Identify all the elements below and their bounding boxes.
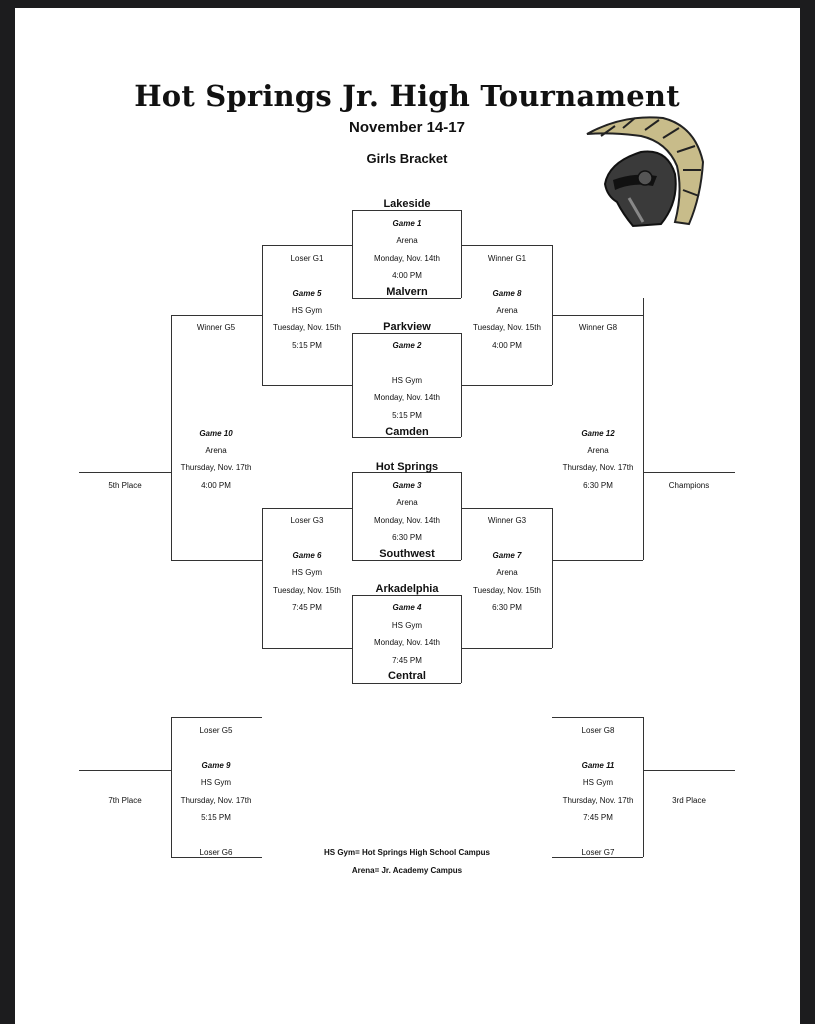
game-2-date: Monday, Nov. 14th <box>374 393 440 402</box>
game-3-venue: Arena <box>396 498 418 507</box>
game-6-time: 7:45 PM <box>292 603 322 612</box>
game-12-venue: Arena <box>587 446 609 455</box>
game-5-venue: HS Gym <box>291 306 323 315</box>
game-9-top-slot: Loser G5 <box>199 726 233 735</box>
game-3-name: Game 3 <box>392 481 422 490</box>
seventh-place-label: 7th Place <box>108 796 142 805</box>
bracket-name: Girls Bracket <box>366 151 448 166</box>
game-6-name: Game 6 <box>292 551 322 560</box>
game-9-bottom-slot: Loser G6 <box>199 848 233 857</box>
game-7-time: 6:30 PM <box>492 603 522 612</box>
game-2-name: Game 2 <box>392 341 422 350</box>
game-1-venue: Arena <box>396 236 418 245</box>
game-3-date: Monday, Nov. 14th <box>374 516 440 525</box>
team-hot-springs: Hot Springs <box>375 461 439 473</box>
game-8-top-slot: Winner G1 <box>487 254 527 263</box>
spartan-helmet-logo <box>586 116 705 228</box>
game-4-time: 7:45 PM <box>392 656 422 665</box>
game-2-venue: HS Gym <box>391 376 423 385</box>
legend-arena: Arena= Jr. Academy Campus <box>351 866 463 875</box>
team-southwest: Southwest <box>379 548 435 560</box>
game-5-top-slot: Loser G1 <box>290 254 324 263</box>
game-11-time: 7:45 PM <box>583 813 613 822</box>
game-6-top-slot: Loser G3 <box>290 516 324 525</box>
game-1-date: Monday, Nov. 14th <box>374 254 440 263</box>
team-central: Central <box>388 670 426 682</box>
game-11-date: Thursday, Nov. 17th <box>562 796 634 805</box>
game-8-name: Game 8 <box>492 289 522 298</box>
game-10-name: Game 10 <box>199 429 233 438</box>
game-4-date: Monday, Nov. 14th <box>374 638 440 647</box>
game-7-date: Tuesday, Nov. 15th <box>473 586 541 595</box>
game-9-time: 5:15 PM <box>201 813 231 822</box>
game-11-venue: HS Gym <box>582 778 614 787</box>
game-3-time: 6:30 PM <box>392 533 422 542</box>
game-11-top-slot: Loser G8 <box>581 726 615 735</box>
page-title: Hot Springs Jr. High Tournament <box>134 79 680 113</box>
champions-label: Champions <box>668 481 710 490</box>
fifth-place-label: 5th Place <box>108 481 142 490</box>
game-1-name: Game 1 <box>392 219 422 228</box>
game-12-date: Thursday, Nov. 17th <box>562 463 634 472</box>
game-2-time: 5:15 PM <box>392 411 422 420</box>
team-parkview: Parkview <box>383 321 431 333</box>
game-11-bottom-slot: Loser G7 <box>581 848 615 857</box>
game-9-venue: HS Gym <box>200 778 232 787</box>
game-7-name: Game 7 <box>492 551 522 560</box>
game-11-name: Game 11 <box>581 761 615 770</box>
game-7-top-slot: Winner G3 <box>487 516 527 525</box>
third-place-label: 3rd Place <box>672 796 706 805</box>
game-12-name: Game 12 <box>581 429 615 438</box>
game-5-time: 5:15 PM <box>292 341 322 350</box>
game-12-top-slot: Winner G8 <box>578 323 618 332</box>
game-8-date: Tuesday, Nov. 15th <box>473 323 541 332</box>
team-lakeside: Lakeside <box>383 198 431 210</box>
game-5-date: Tuesday, Nov. 15th <box>273 323 341 332</box>
game-8-time: 4:00 PM <box>492 341 522 350</box>
game-10-time: 4:00 PM <box>201 481 231 490</box>
game-7-venue: Arena <box>496 568 518 577</box>
game-12-time: 6:30 PM <box>583 481 613 490</box>
game-8-venue: Arena <box>496 306 518 315</box>
game-5-name: Game 5 <box>292 289 322 298</box>
game-4-name: Game 4 <box>392 603 422 612</box>
team-malvern: Malvern <box>386 286 428 298</box>
game-9-name: Game 9 <box>201 761 231 770</box>
team-camden: Camden <box>385 426 429 438</box>
game-1-time: 4:00 PM <box>392 271 422 280</box>
game-6-date: Tuesday, Nov. 15th <box>273 586 341 595</box>
game-10-date: Thursday, Nov. 17th <box>180 463 252 472</box>
team-arkadelphia: Arkadelphia <box>375 583 439 595</box>
game-10-top-slot: Winner G5 <box>196 323 236 332</box>
game-10-venue: Arena <box>205 446 227 455</box>
game-6-venue: HS Gym <box>291 568 323 577</box>
game-4-venue: HS Gym <box>391 621 423 630</box>
tournament-dates: November 14-17 <box>349 119 465 136</box>
legend-hs-gym: HS Gym= Hot Springs High School Campus <box>323 848 491 857</box>
game-9-date: Thursday, Nov. 17th <box>180 796 252 805</box>
